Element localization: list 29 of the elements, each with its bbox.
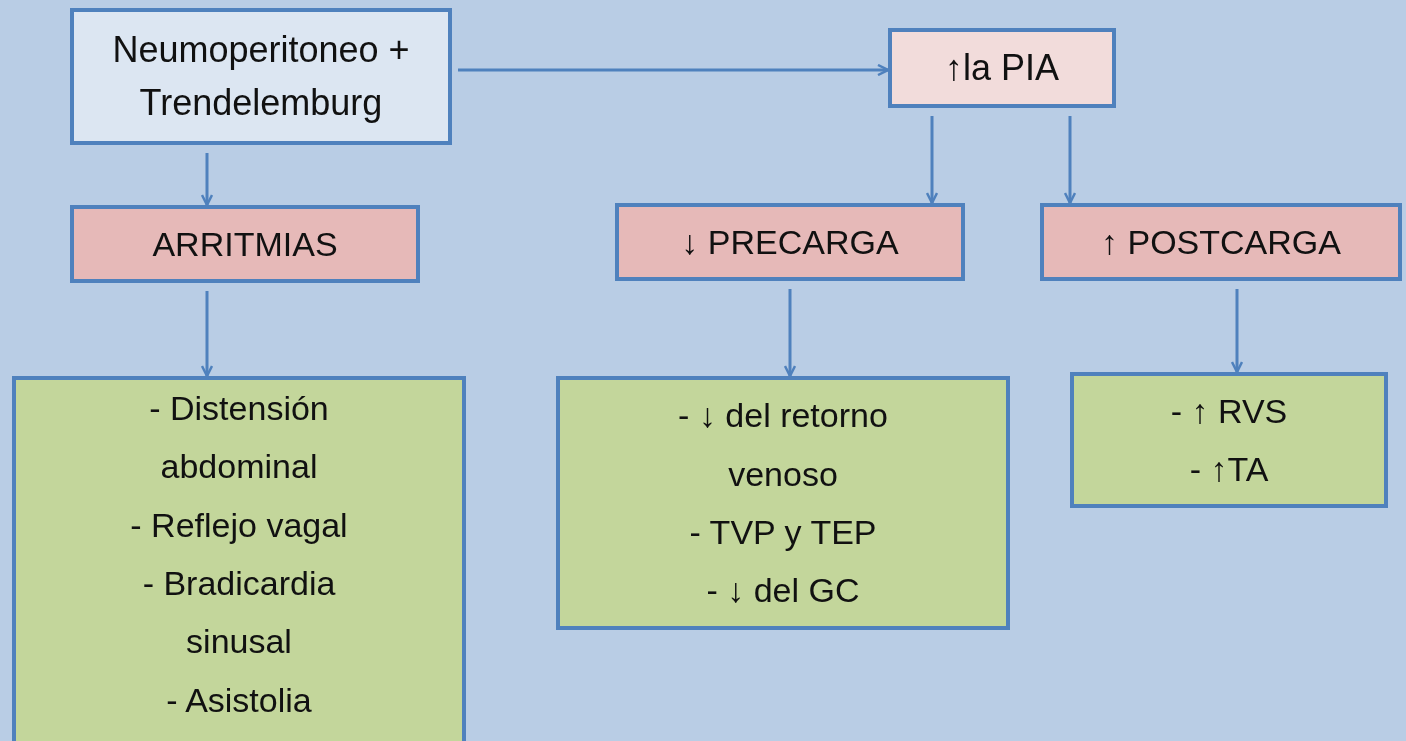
- process-box: [70, 8, 452, 145]
- effect-box: [615, 203, 965, 281]
- consequence-box: [556, 376, 1010, 630]
- effect-box: [1040, 203, 1402, 281]
- list-item: - ↑ RVS: [1170, 390, 1288, 432]
- arrow: [200, 291, 214, 378]
- consequence-box: [1070, 372, 1388, 508]
- list-item: - Bradicardia sinusal: [141, 563, 337, 663]
- node-label: ↑ POSTCARGA: [1101, 221, 1341, 263]
- list-item: - Reflejo vagal: [130, 504, 348, 546]
- effect-box: [70, 205, 420, 283]
- arrow: [1063, 116, 1077, 205]
- list-item: - ↓ del GC: [706, 570, 860, 612]
- arrow: [783, 289, 797, 378]
- consequence-box: [12, 376, 466, 741]
- arrow: [200, 153, 214, 207]
- arrow: [925, 116, 939, 205]
- node-label: ARRITMIAS: [152, 223, 338, 265]
- list-item: - Asistolia: [166, 679, 312, 721]
- list-item: - TVP y TEP: [689, 512, 877, 553]
- list-item: - ↑TA: [1189, 449, 1269, 490]
- process-box: [888, 28, 1116, 108]
- list-item: - ↓ del retorno venoso: [677, 395, 889, 495]
- node-label: ↓ PRECARGA: [681, 221, 899, 263]
- arrow: [458, 63, 890, 77]
- node-label: ↑la PIA: [944, 46, 1059, 90]
- arrow: [1230, 289, 1244, 374]
- list-item: - Distensión abdominal: [148, 387, 330, 488]
- node-label: Neumoperitoneo + Trendelemburg: [111, 28, 411, 125]
